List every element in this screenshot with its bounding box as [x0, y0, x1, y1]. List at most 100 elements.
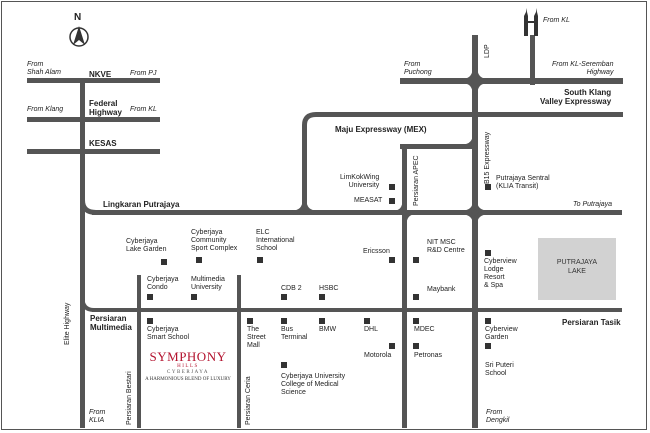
label-petronas: Petronas — [414, 352, 443, 359]
label-from-dengkil: From Dengkil — [486, 409, 510, 424]
marker-bmw — [319, 318, 325, 324]
label-from-kl-seremban: From KL-Seremban Highway — [552, 61, 614, 76]
compass-arrow-icon — [69, 26, 89, 47]
label-dhl: DHL — [364, 326, 379, 333]
twin-towers-icon — [524, 8, 538, 36]
label-hsbc: HSBC — [319, 285, 339, 292]
road-south-klang — [400, 78, 623, 84]
north-compass: N — [66, 12, 92, 50]
label-south-klang: South Klang Valley Expressway — [540, 88, 612, 106]
marker-street-mall — [247, 318, 253, 324]
marker-hsbc — [319, 294, 325, 300]
marker-condo — [147, 294, 153, 300]
label-cyberview-garden: Cyberview Garden — [485, 326, 518, 341]
label-condo: Cyberjaya Condo — [147, 276, 179, 291]
label-mdec: MDEC — [414, 326, 435, 333]
label-measat: MEASAT — [354, 197, 383, 204]
road-mex — [316, 112, 623, 117]
marker-limkokwing — [389, 184, 395, 190]
road-elite-highway — [80, 78, 85, 428]
road-federal-highway — [27, 117, 160, 122]
label-cyberview-lodge: Cyberview Lodge Resort & Spa — [484, 258, 517, 289]
marker-cdb2 — [281, 294, 287, 300]
label-persiaran-ceria: Persiaran Ceria — [245, 376, 252, 425]
label-from-shah-alam: From Shah Alam — [27, 61, 61, 76]
label-lingkaran-putrajaya: Lingkaran Putrajaya — [103, 200, 180, 209]
label-bus-terminal: Bus Terminal — [281, 326, 308, 341]
symphony-hills-logo: SYMPHONY HILLS CYBERJAYA A HARMONIOUS BL… — [140, 350, 236, 383]
label-putrajaya-lake: PUTRAJAYA LAKE — [556, 259, 598, 275]
road-persiaran-apec — [402, 144, 407, 428]
label-cdb2: CDB 2 — [281, 285, 302, 292]
label-from-pj: From PJ — [130, 70, 157, 77]
road-lingkaran-putrajaya — [92, 210, 622, 215]
putrajaya-lake — [538, 238, 616, 300]
road-mex-vertical — [302, 125, 307, 215]
marker-petronas — [413, 343, 419, 349]
marker-sri-puteri — [485, 343, 491, 349]
label-limkokwing: LimKokWing University — [340, 174, 380, 189]
label-community-sport: Cyberjaya Community Sport Complex — [191, 229, 238, 252]
marker-maybank — [413, 294, 419, 300]
marker-elc — [257, 257, 263, 263]
label-elite-highway: Elite Highway — [64, 302, 71, 345]
label-ldp: LDP — [484, 44, 491, 58]
road-persiaran-multimedia — [92, 308, 622, 312]
marker-ericsson — [389, 257, 395, 263]
label-nit-msc: NIT MSC R&D Centre — [427, 239, 465, 254]
label-from-klia: From KLIA — [89, 409, 106, 424]
label-cucms: Cyberjaya University College of Medical … — [281, 373, 346, 396]
label-ericsson: Ericsson — [363, 248, 390, 255]
label-mex: Maju Expressway (MEX) — [335, 125, 427, 134]
label-to-putrajaya: To Putrajaya — [573, 201, 613, 208]
logo-location: CYBERJAYA — [167, 370, 209, 375]
label-b15: B15 Expressway — [484, 131, 491, 184]
marker-mdec — [413, 318, 419, 324]
logo-name: SYMPHONY — [149, 349, 227, 364]
compass-letter: N — [74, 12, 82, 23]
marker-cucms — [281, 362, 287, 368]
label-persiaran-tasik: Persiaran Tasik — [562, 318, 621, 327]
label-lake-garden: Cyberjaya Lake Garden — [126, 238, 167, 253]
road-ldp-east — [530, 35, 535, 85]
label-from-kl-top: From KL — [543, 17, 570, 24]
marker-community-sport — [196, 257, 202, 263]
label-persiaran-bestari: Persiaran Bestari — [126, 371, 133, 425]
marker-bus-terminal — [281, 318, 287, 324]
marker-motorola — [389, 343, 395, 349]
label-nkve: NKVE — [89, 70, 112, 79]
label-maybank: Maybank — [427, 286, 456, 293]
road-mex-branch — [400, 144, 475, 149]
label-from-kl-federal: From KL — [130, 106, 157, 113]
marker-cyberview-lodge — [485, 250, 491, 256]
label-elc: ELC International School — [256, 229, 295, 252]
logo-tagline: A HARMONIOUS BLEND OF LUXURY — [145, 377, 231, 382]
marker-smart-school — [147, 318, 153, 324]
label-smart-school: Cyberjaya Smart School — [147, 326, 190, 341]
logo-sub: HILLS — [177, 364, 199, 369]
label-persiaran-multimedia: Persiaran Multimedia — [90, 314, 132, 332]
marker-dhl — [364, 318, 370, 324]
marker-putrajaya-sentral — [485, 184, 491, 190]
road-persiaran-ceria — [237, 275, 241, 428]
label-putrajaya-sentral: Putrajaya Sentral (KLIA Transit) — [496, 175, 550, 190]
marker-cyberview-garden — [485, 318, 491, 324]
label-bmw: BMW — [319, 326, 337, 333]
label-persiaran-apec: Persiaran APEC — [413, 155, 420, 206]
road-ldp — [472, 35, 478, 428]
label-from-klang: From Klang — [27, 106, 64, 113]
label-multimedia-university: Multimedia University — [191, 276, 225, 291]
road-nkve — [27, 78, 160, 83]
label-from-puchong: From Puchong — [404, 61, 432, 76]
road-kesas — [27, 149, 160, 154]
marker-lake-garden — [161, 259, 167, 265]
marker-measat — [389, 198, 395, 204]
label-federal-highway: Federal Highway — [89, 99, 122, 117]
label-kesas: KESAS — [89, 139, 117, 148]
road-persiaran-bestari — [137, 275, 141, 428]
marker-nit-msc — [413, 257, 419, 263]
label-motorola: Motorola — [364, 352, 392, 359]
label-street-mall: The Street Mall — [247, 326, 266, 349]
